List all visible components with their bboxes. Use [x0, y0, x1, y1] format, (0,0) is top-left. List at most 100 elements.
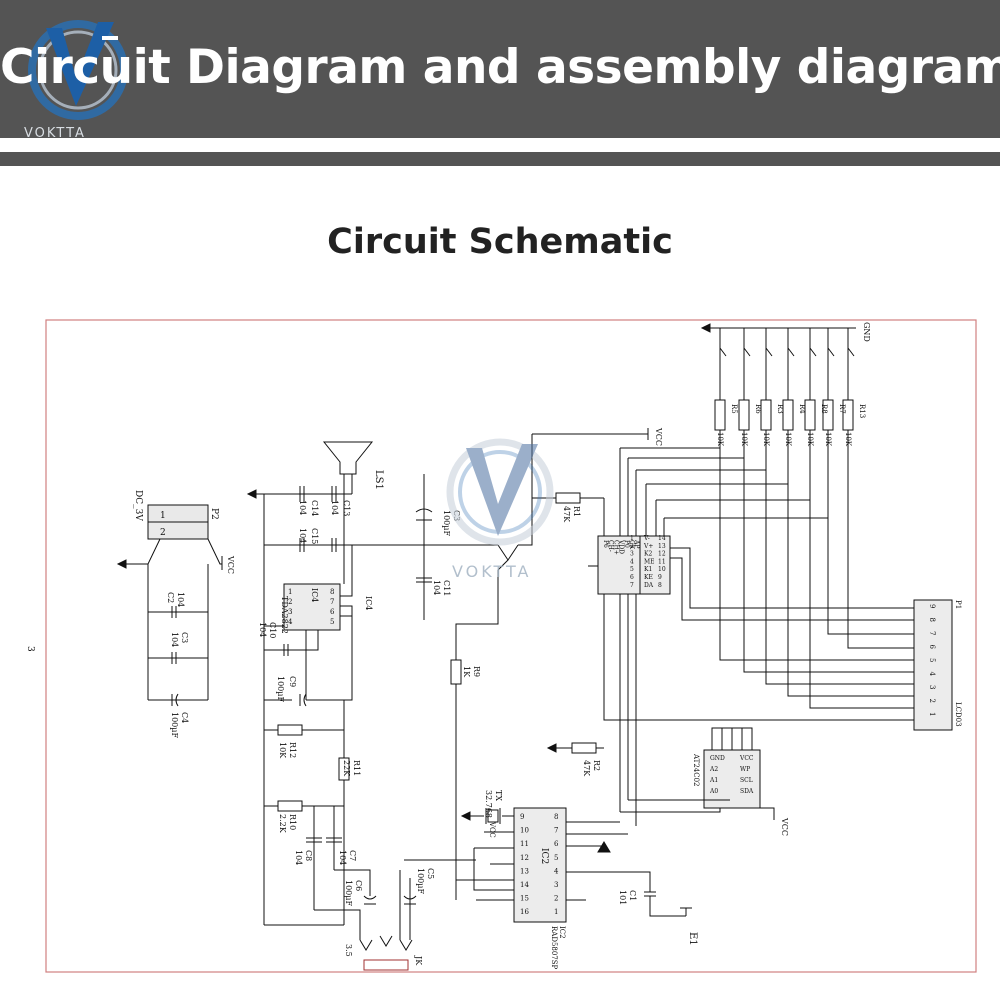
ic3-pin-name: K2	[644, 551, 652, 558]
svg-text:104: 104	[432, 580, 441, 595]
watermark-logo	[446, 438, 554, 546]
eeprom-pin-name: SCL	[740, 777, 753, 784]
ic3-pin-number: 4	[630, 558, 634, 565]
keypad-switches	[700, 323, 856, 333]
svg-text:R1: R1	[572, 506, 581, 517]
ic3-pin-number: 10	[658, 566, 666, 573]
svg-text:47K: 47K	[562, 506, 571, 523]
svg-text:47K: 47K	[582, 760, 591, 777]
svg-text:TDA2822: TDA2822	[280, 596, 289, 634]
svg-text:100µF: 100µF	[276, 676, 285, 702]
svg-text:R4: R4	[798, 404, 806, 414]
ic2-pin-number: 14	[520, 881, 529, 889]
svg-text:R8: R8	[820, 404, 828, 414]
ic3-pin-name: P0	[623, 540, 630, 548]
svg-text:GND: GND	[862, 322, 871, 342]
ic3-pin-number: 6	[630, 574, 634, 581]
svg-text:104: 104	[338, 850, 347, 865]
ic3-pin-number: 5	[630, 566, 634, 573]
svg-text:100µF: 100µF	[170, 712, 179, 738]
svg-text:TX: TX	[494, 790, 503, 801]
svg-text:AT24C02: AT24C02	[692, 753, 700, 787]
logo-text: VOKTTA	[24, 126, 86, 141]
svg-text:C3: C3	[180, 632, 189, 643]
svg-text:JK: JK	[414, 955, 423, 966]
svg-text:C6: C6	[354, 880, 363, 891]
svg-text:VCC: VCC	[488, 821, 496, 838]
ic3-pin-number: 9	[658, 574, 662, 581]
lcd-pin-number: 8	[928, 618, 936, 622]
lcd-connector	[913, 599, 953, 731]
ic2-pin-number: 11	[520, 840, 529, 848]
svg-text:22K: 22K	[342, 760, 351, 777]
svg-text:LCD03: LCD03	[954, 702, 962, 727]
svg-text:IC2: IC2	[539, 848, 549, 864]
svg-text:DC_3V: DC_3V	[133, 490, 143, 521]
svg-text:C14: C14	[310, 500, 319, 516]
section-title: Circuit Schematic	[327, 222, 673, 262]
svg-text:100µF: 100µF	[416, 868, 425, 894]
ic3-pin-name: AP	[633, 539, 640, 548]
sheet-border	[45, 319, 977, 973]
lcd-pin-number: 5	[928, 658, 936, 662]
svg-text:R5: R5	[730, 404, 738, 414]
svg-text:1: 1	[160, 511, 166, 521]
ic3-pin-number: 13	[658, 543, 666, 550]
svg-text:R9: R9	[472, 666, 481, 677]
ic3-pin-number: 8	[658, 582, 662, 589]
ic2-pin-number: 16	[520, 908, 529, 916]
ic2-pin-number: 15	[520, 895, 529, 903]
ic2-pin-number: 5	[554, 854, 558, 862]
svg-text:104: 104	[258, 622, 267, 637]
svg-text:VCC: VCC	[780, 817, 789, 836]
ic2-pin-number: 8	[554, 813, 558, 821]
svg-text:P1: P1	[954, 600, 962, 609]
vcc-arrow-ic2	[597, 841, 611, 853]
svg-text:IC2: IC2	[558, 926, 566, 939]
ic2-radio: IC2 IC2 RAD5807SP	[513, 807, 567, 970]
svg-text:E1: E1	[687, 932, 698, 946]
svg-text:VCC: VCC	[654, 427, 663, 446]
svg-text:2.2K: 2.2K	[278, 814, 287, 834]
svg-text:R3: R3	[776, 404, 784, 414]
lcd-pin-number: 9	[928, 604, 936, 608]
gnd-arrow-p2	[116, 559, 127, 569]
antenna-e1: E1	[680, 907, 698, 946]
svg-text:7: 7	[330, 598, 334, 606]
svg-text:R2: R2	[592, 760, 601, 771]
svg-text:LS1: LS1	[373, 470, 384, 490]
svg-text:C11: C11	[442, 580, 451, 596]
ic3-pin-name: CH-	[607, 540, 614, 552]
ic3-pin-name: P6	[602, 540, 609, 548]
ic2-pin-number: 1	[554, 908, 558, 916]
svg-text:104: 104	[170, 632, 179, 647]
ic3-pin-number: 7	[630, 582, 634, 589]
ic3-pin-number: 2	[630, 543, 634, 550]
ic3-pin-name: V-	[643, 535, 650, 542]
svg-text:3: 3	[288, 608, 292, 616]
svg-text:100µF: 100µF	[442, 510, 451, 536]
svg-text:C5: C5	[426, 868, 435, 879]
ic3-pin-name: DA	[644, 582, 654, 589]
svg-text:104: 104	[298, 528, 307, 543]
svg-text:8: 8	[330, 588, 334, 596]
ic2-pin-number: 2	[554, 895, 558, 903]
ic3-pin-name: CH+	[612, 540, 619, 555]
eeprom-pin-name: WP	[740, 766, 750, 773]
lcd-pin-number: 4	[928, 672, 936, 677]
svg-text:IC4: IC4	[364, 596, 373, 610]
eeprom-pin-name: A2	[709, 766, 718, 773]
lcd-pin-number: 3	[928, 685, 936, 689]
ic3-pin-name: ME	[644, 558, 655, 565]
crystal-tx: TX 32.768	[460, 790, 514, 824]
voktta-logo	[28, 20, 128, 120]
page-title: Circuit Diagram and assembly diagram	[0, 40, 1000, 95]
ic3-pin-name: VDD	[618, 539, 625, 554]
svg-text:C2: C2	[166, 592, 175, 603]
ic2-pin-number: 13	[520, 867, 529, 875]
gnd-arrow-tx	[460, 811, 471, 821]
svg-text:104: 104	[298, 500, 307, 515]
ic2-pin-number: 6	[554, 840, 559, 848]
svg-text:104: 104	[176, 592, 185, 607]
svg-text:R12: R12	[288, 742, 297, 758]
